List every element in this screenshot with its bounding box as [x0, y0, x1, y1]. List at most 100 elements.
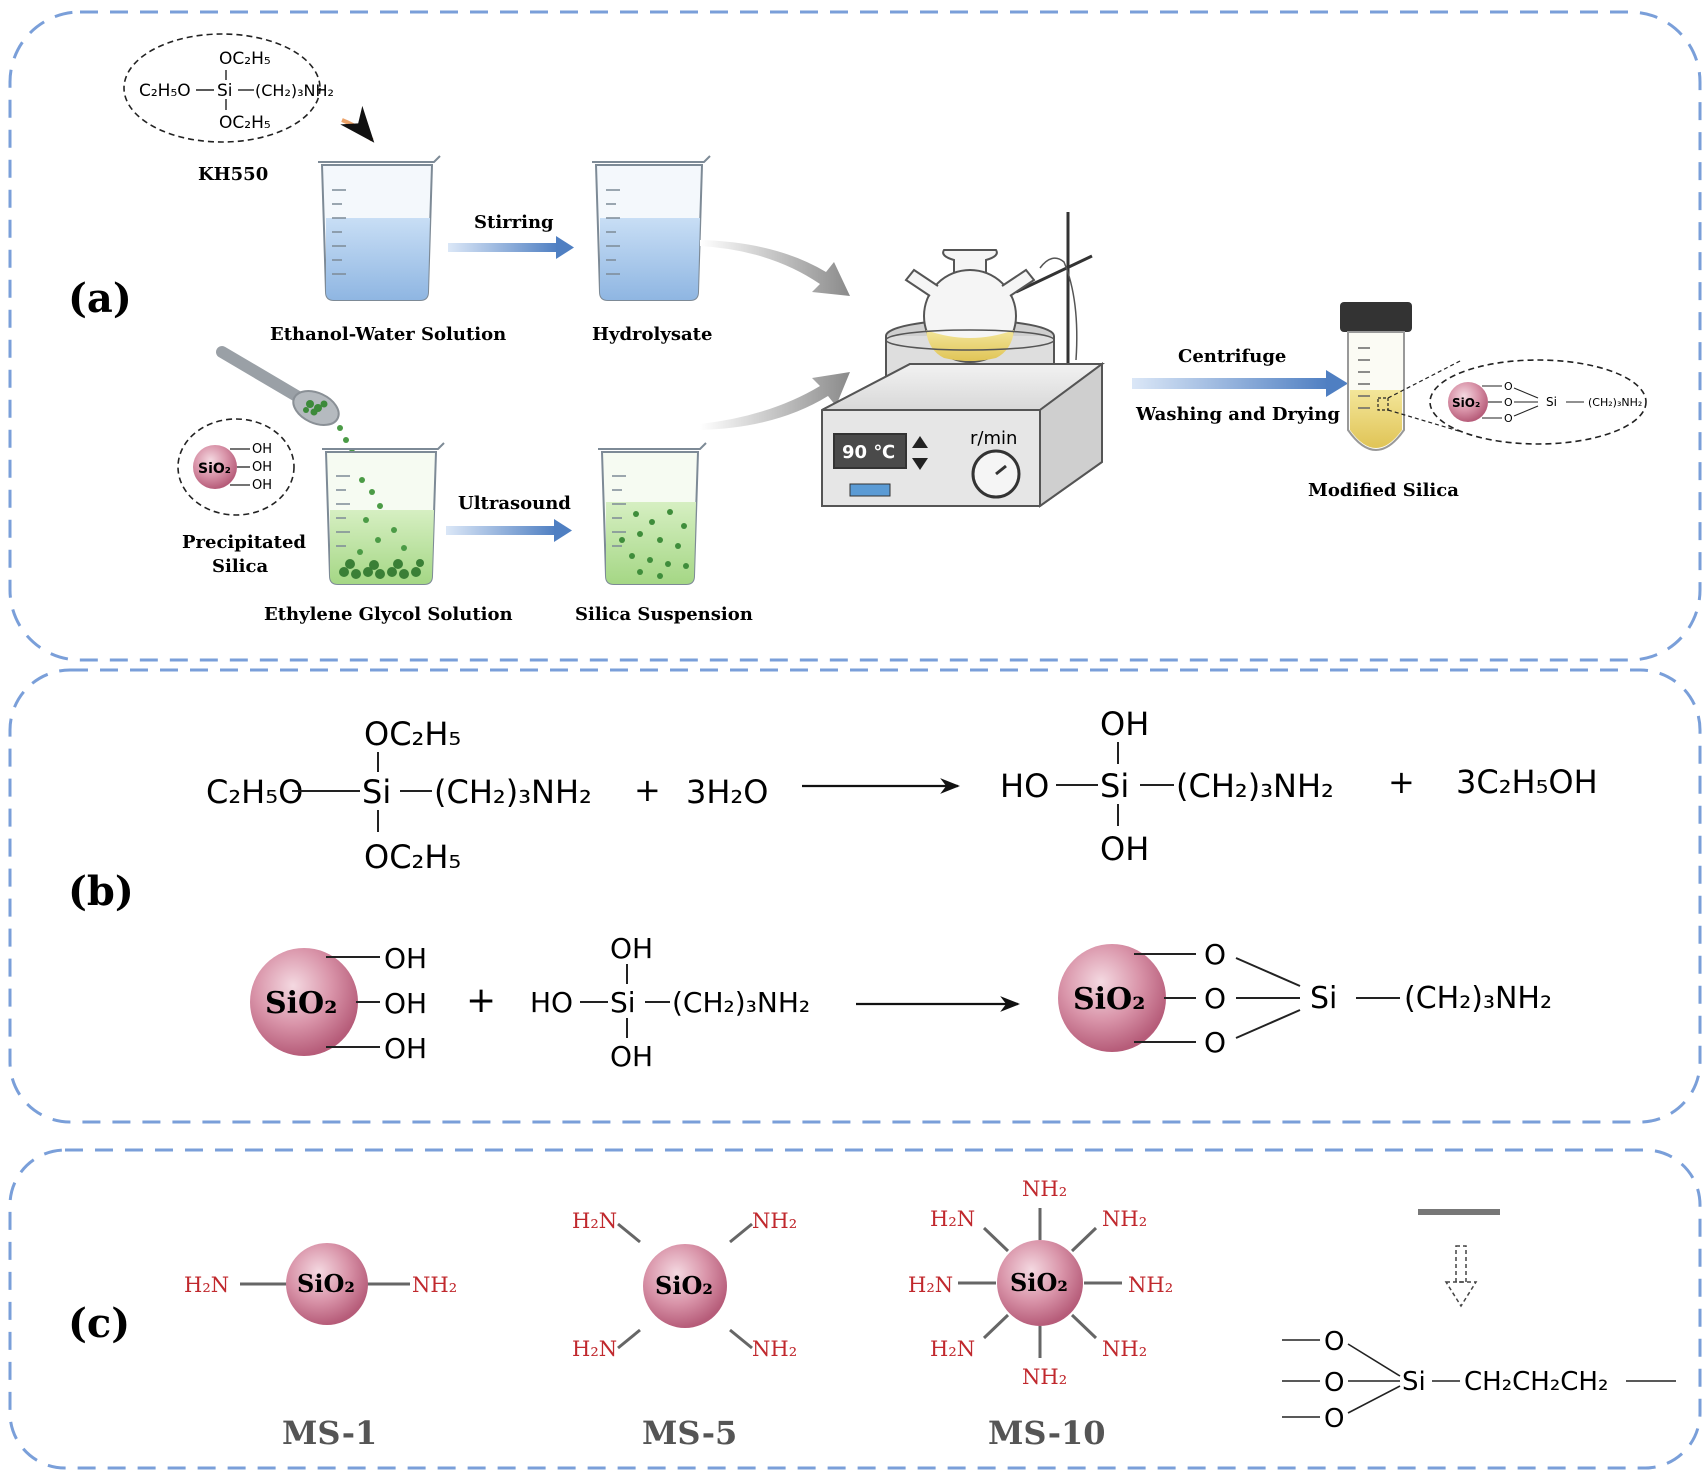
- reaction2-product: SiO₂ O O O Si (CH₂)₃NH₂: [1058, 938, 1552, 1059]
- svg-text:NH₂: NH₂: [752, 1337, 797, 1361]
- svg-text:OH: OH: [610, 1040, 653, 1073]
- panel-label-b: (b): [68, 868, 134, 915]
- svg-text:H₂N: H₂N: [572, 1337, 617, 1361]
- svg-text:O: O: [1204, 938, 1226, 971]
- svg-text:NH₂: NH₂: [1022, 1365, 1067, 1389]
- svg-text:OC₂H₅: OC₂H₅: [364, 838, 461, 876]
- svg-text:OH: OH: [252, 460, 272, 475]
- svg-text:O: O: [1324, 1368, 1344, 1398]
- svg-text:SiO₂: SiO₂: [198, 461, 231, 477]
- beaker-silica-suspension: [598, 442, 707, 585]
- reaction2-silica: SiO₂ OH OH OH: [250, 942, 427, 1065]
- reaction1-plus1: +: [634, 771, 661, 809]
- svg-text:OH: OH: [610, 932, 653, 965]
- svg-text:(CH₂)₃NH₂: (CH₂)₃NH₂: [1176, 767, 1334, 805]
- label-washing-drying: Washing and Drying: [1135, 404, 1340, 425]
- svg-text:HO: HO: [530, 986, 573, 1019]
- svg-text:OH: OH: [252, 442, 272, 457]
- svg-text:OH: OH: [1100, 830, 1149, 868]
- reaction1-ethanol: 3C₂H₅OH: [1456, 763, 1598, 801]
- ultrasound-arrow: [446, 526, 556, 535]
- svg-text:Si: Si: [1310, 981, 1337, 1016]
- label-stirring: Stirring: [474, 212, 554, 233]
- reaction2-silanol: OH HO Si (CH₂)₃NH₂ OH: [530, 932, 810, 1073]
- svg-text:HO: HO: [1000, 767, 1049, 805]
- svg-text:OH: OH: [252, 478, 272, 493]
- svg-text:OH: OH: [384, 987, 427, 1020]
- panel-c-frame: [8, 1148, 1702, 1470]
- merge-arrow-bottom: [700, 372, 850, 430]
- svg-text:NH₂: NH₂: [1102, 1207, 1147, 1231]
- reaction1-plus2: +: [1388, 763, 1415, 801]
- label-modified-silica: Modified Silica: [1308, 480, 1459, 501]
- ms5-particle: SiO₂ H₂N NH₂ H₂N NH₂: [572, 1209, 797, 1361]
- label-ultrasound: Ultrasound: [458, 493, 571, 514]
- svg-text:Si: Si: [362, 773, 391, 811]
- svg-text:O: O: [1504, 412, 1513, 425]
- svg-text:(CH₂)₃NH₂: (CH₂)₃NH₂: [672, 986, 810, 1019]
- svg-text:CH₂CH₂CH₂: CH₂CH₂CH₂: [1464, 1367, 1608, 1397]
- label-silica: Silica: [212, 556, 268, 577]
- ms10-particle: SiO₂ NH₂ NH₂ H₂N NH₂ H₂N NH₂ H₂N NH₂: [908, 1177, 1173, 1389]
- svg-text:OH: OH: [384, 1032, 427, 1065]
- ms1-particle: SiO₂ H₂N NH₂: [184, 1243, 457, 1325]
- svg-text:OH: OH: [1100, 705, 1149, 743]
- svg-text:Si: Si: [610, 986, 636, 1019]
- temperature-display: 90 ℃: [842, 442, 895, 463]
- svg-text:SiO₂: SiO₂: [265, 986, 337, 1021]
- panel-b-frame: [8, 668, 1702, 1124]
- panel-label-c: (c): [68, 1300, 130, 1347]
- ms5-label: MS-5: [642, 1414, 737, 1452]
- svg-text:O: O: [1204, 982, 1226, 1015]
- svg-text:(CH₂)₃NH₂: (CH₂)₃NH₂: [255, 81, 334, 100]
- svg-text:OC₂H₅: OC₂H₅: [219, 113, 271, 133]
- svg-text:O: O: [1504, 396, 1513, 409]
- svg-text:H₂N: H₂N: [908, 1273, 953, 1297]
- reaction1-water: 3H₂O: [686, 773, 768, 811]
- svg-text:H₂N: H₂N: [930, 1337, 975, 1361]
- svg-text:NH₂: NH₂: [1128, 1273, 1173, 1297]
- panel-label-a: (a): [68, 275, 132, 322]
- svg-text:H₂N: H₂N: [930, 1207, 975, 1231]
- svg-text:C₂H₅O: C₂H₅O: [139, 81, 191, 101]
- svg-text:H₂N: H₂N: [572, 1209, 617, 1233]
- ms10-label: MS-10: [988, 1414, 1106, 1452]
- svg-text:Si: Si: [1100, 767, 1129, 805]
- beaker-hydrolysate: [592, 155, 711, 301]
- svg-text:OH: OH: [384, 942, 427, 975]
- svg-text:O: O: [1204, 1026, 1226, 1059]
- label-ethanol-water: Ethanol-Water Solution: [270, 324, 506, 345]
- label-ethylene-glycol: Ethylene Glycol Solution: [264, 604, 513, 625]
- svg-text:O: O: [1324, 1327, 1344, 1357]
- svg-text:SiO₂: SiO₂: [1010, 1268, 1068, 1297]
- svg-text:(CH₂)₃NH₂: (CH₂)₃NH₂: [1588, 396, 1642, 409]
- label-centrifuge: Centrifuge: [1178, 346, 1286, 367]
- reaction1-reactant: OC₂H₅ C₂H₅O Si (CH₂)₃NH₂ OC₂H₅: [206, 715, 592, 876]
- svg-text:Si: Si: [1402, 1367, 1426, 1397]
- ms1-label: MS-1: [282, 1414, 377, 1452]
- svg-text:SiO₂: SiO₂: [655, 1271, 713, 1300]
- modified-silica-structure: SiO₂ O O O Si (CH₂)₃NH₂: [1429, 359, 1647, 445]
- kh550-structure: OC₂H₅ C₂H₅O Si (CH₂)₃NH₂ OC₂H₅: [123, 33, 375, 143]
- svg-text:O: O: [1504, 380, 1513, 393]
- svg-text:SiO₂: SiO₂: [1452, 396, 1480, 410]
- svg-text:C₂H₅O: C₂H₅O: [206, 773, 303, 811]
- svg-text:O: O: [1324, 1404, 1344, 1434]
- svg-text:(CH₂)₃NH₂: (CH₂)₃NH₂: [1404, 981, 1552, 1016]
- merge-arrow-top: [700, 240, 850, 296]
- tube-modified-silica: [1340, 302, 1463, 451]
- reaction2-plus: +: [466, 980, 496, 1021]
- svg-text:NH₂: NH₂: [1102, 1337, 1147, 1361]
- centrifuge-arrow: [1132, 378, 1328, 389]
- svg-text:SiO₂: SiO₂: [297, 1269, 355, 1298]
- svg-text:OC₂H₅: OC₂H₅: [219, 49, 271, 69]
- svg-text:NH₂: NH₂: [412, 1273, 457, 1297]
- speed-label: r/min: [970, 428, 1017, 449]
- label-precipitated: Precipitated: [182, 532, 306, 553]
- kh550-label: KH550: [198, 164, 268, 185]
- svg-text:OC₂H₅: OC₂H₅: [364, 715, 461, 753]
- beaker-ethylene-glycol: [322, 442, 445, 585]
- stirring-arrow: [448, 243, 558, 252]
- svg-text:H₂N: H₂N: [184, 1273, 229, 1297]
